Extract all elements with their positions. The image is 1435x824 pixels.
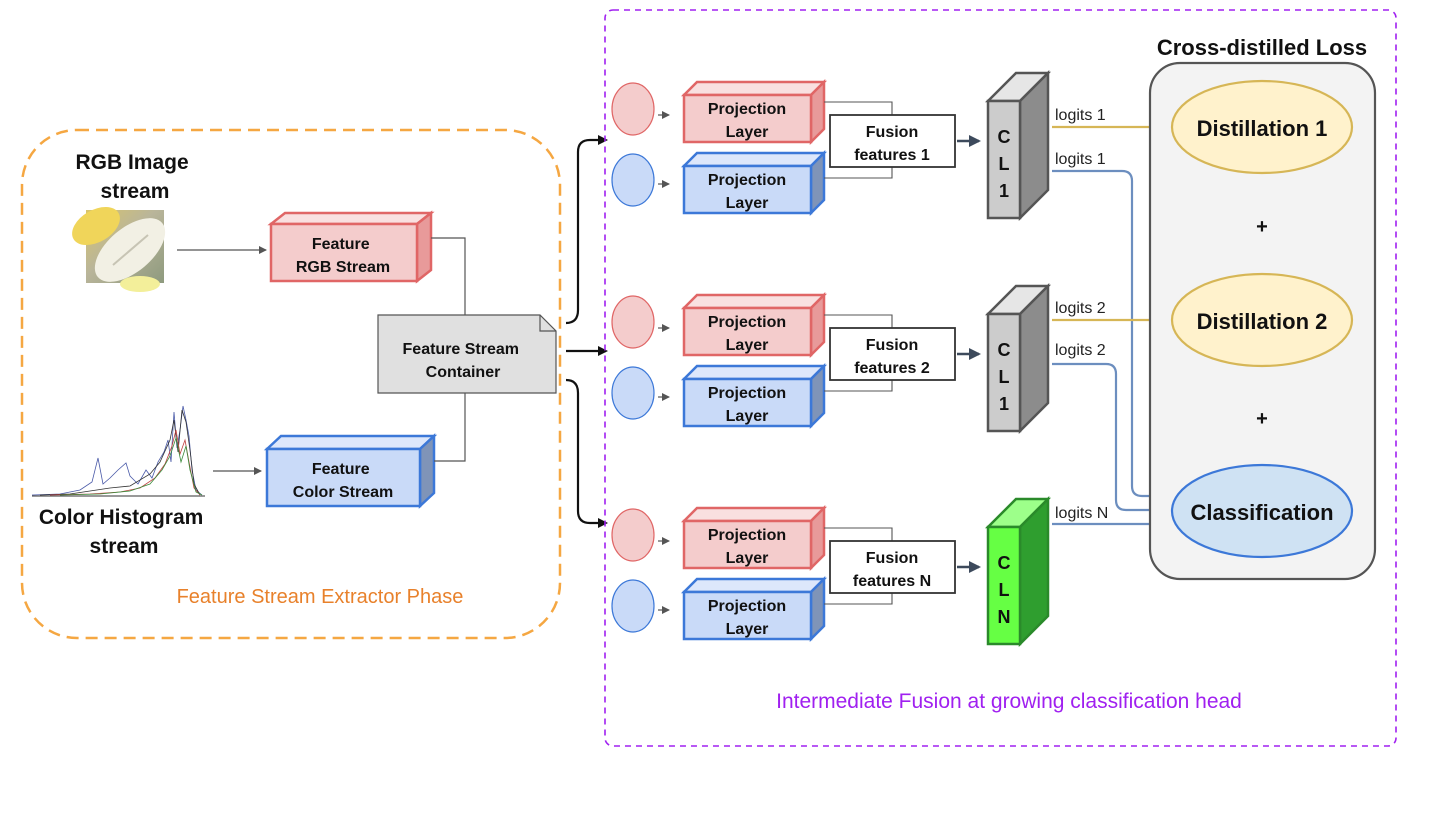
branch-1-fusion-box xyxy=(829,114,956,168)
feature-color-stream-box: Feature Color Stream xyxy=(263,433,438,509)
branch-1-proj-bottom-connector xyxy=(824,167,893,179)
container-to-branch-1-arrow xyxy=(565,135,608,325)
branch-3-rgb-input-node xyxy=(611,508,655,562)
logits-2-upper-label: logits 2 xyxy=(1055,300,1106,317)
feature-color-stream-label: Feature Color Stream xyxy=(293,461,393,501)
branch-3-proj-top-connector xyxy=(824,527,893,541)
fusion-region-label: Intermediate Fusion at growing classific… xyxy=(776,690,1242,713)
logits-connections: logits 1 logits 1 logits 2 logits 2 logits N xyxy=(1052,107,1171,530)
container-to-branch-3-arrow xyxy=(565,378,608,528)
color-histogram-graphic xyxy=(31,405,205,497)
logits-n-label: logits N xyxy=(1055,505,1108,522)
loss-title: Cross-distilled Loss xyxy=(1157,35,1367,60)
extractor-phase-label: Feature Stream Extractor Phase xyxy=(177,586,464,608)
fusion-region-border xyxy=(604,9,1397,747)
branch-2-cl-block xyxy=(984,282,1052,435)
branch-3-color-input-node xyxy=(611,579,655,633)
logits-2-to-classification-arrow xyxy=(1052,362,1171,516)
color-to-container-connector xyxy=(434,393,466,462)
rgb-stream-title: RGB Image stream xyxy=(75,151,194,203)
distillation-1-node xyxy=(1170,79,1354,175)
branch-2-proj-top-connector xyxy=(824,314,893,328)
branch-3-projection-top xyxy=(680,504,828,572)
branch-1-color-input-node xyxy=(611,153,655,207)
fusion-region: Intermediate Fusion at growing classific… xyxy=(604,9,1397,747)
branch-2-projection-top xyxy=(680,291,828,359)
plus-sign-1: + xyxy=(1256,216,1268,238)
cross-distilled-loss: Cross-distilled Loss Distillation 1 + Di… xyxy=(1148,35,1377,581)
extractor-phase: Feature Stream Extractor Phase RGB Image… xyxy=(20,128,608,640)
branch-2-rgb-input-node xyxy=(611,295,655,349)
feature-stream-container-label: Feature Stream Container xyxy=(403,341,524,381)
branch-2-fusion-box xyxy=(829,327,956,381)
branch-1-proj-top-connector xyxy=(824,101,893,115)
branch-3-projection-bottom xyxy=(680,575,828,643)
feature-rgb-stream-box: Feature RGB Stream xyxy=(267,210,435,284)
plus-sign-2: + xyxy=(1256,408,1268,430)
classification-node xyxy=(1170,463,1354,559)
rgb-image-thumbnail xyxy=(72,207,166,292)
logits-1-lower-label: logits 1 xyxy=(1055,151,1106,168)
classification-label: Classification xyxy=(1190,500,1333,525)
distillation-1-label: Distillation 1 xyxy=(1197,116,1328,141)
logits-1-upper-label: logits 1 xyxy=(1055,107,1106,124)
branch-2-proj-bottom-connector xyxy=(824,380,893,392)
feature-stream-container: Feature Stream Container xyxy=(377,314,557,394)
branch-3-fusion-box xyxy=(829,540,956,594)
distillation-2-label: Distillation 2 xyxy=(1197,309,1328,334)
branch-3-cl-block xyxy=(984,495,1052,648)
branch-1-projection-bottom xyxy=(680,149,828,217)
logits-1-to-classification-arrow xyxy=(1052,169,1171,502)
branch-2-projection-bottom xyxy=(680,362,828,430)
branch-2-color-input-node xyxy=(611,366,655,420)
extractor-phase-border xyxy=(20,128,562,640)
logits-2-lower-label: logits 2 xyxy=(1055,342,1106,359)
branch-1-rgb-input-node xyxy=(611,82,655,136)
rgb-to-container-connector xyxy=(431,237,466,315)
distillation-2-node xyxy=(1170,272,1354,368)
feature-rgb-stream-label: Feature RGB Stream xyxy=(296,236,390,276)
branch-3-proj-bottom-connector xyxy=(824,593,893,605)
histogram-stream-title: Color Histogram stream xyxy=(39,506,209,558)
branch-1-cl-block xyxy=(984,69,1052,222)
branch-1-projection-top xyxy=(680,78,828,146)
